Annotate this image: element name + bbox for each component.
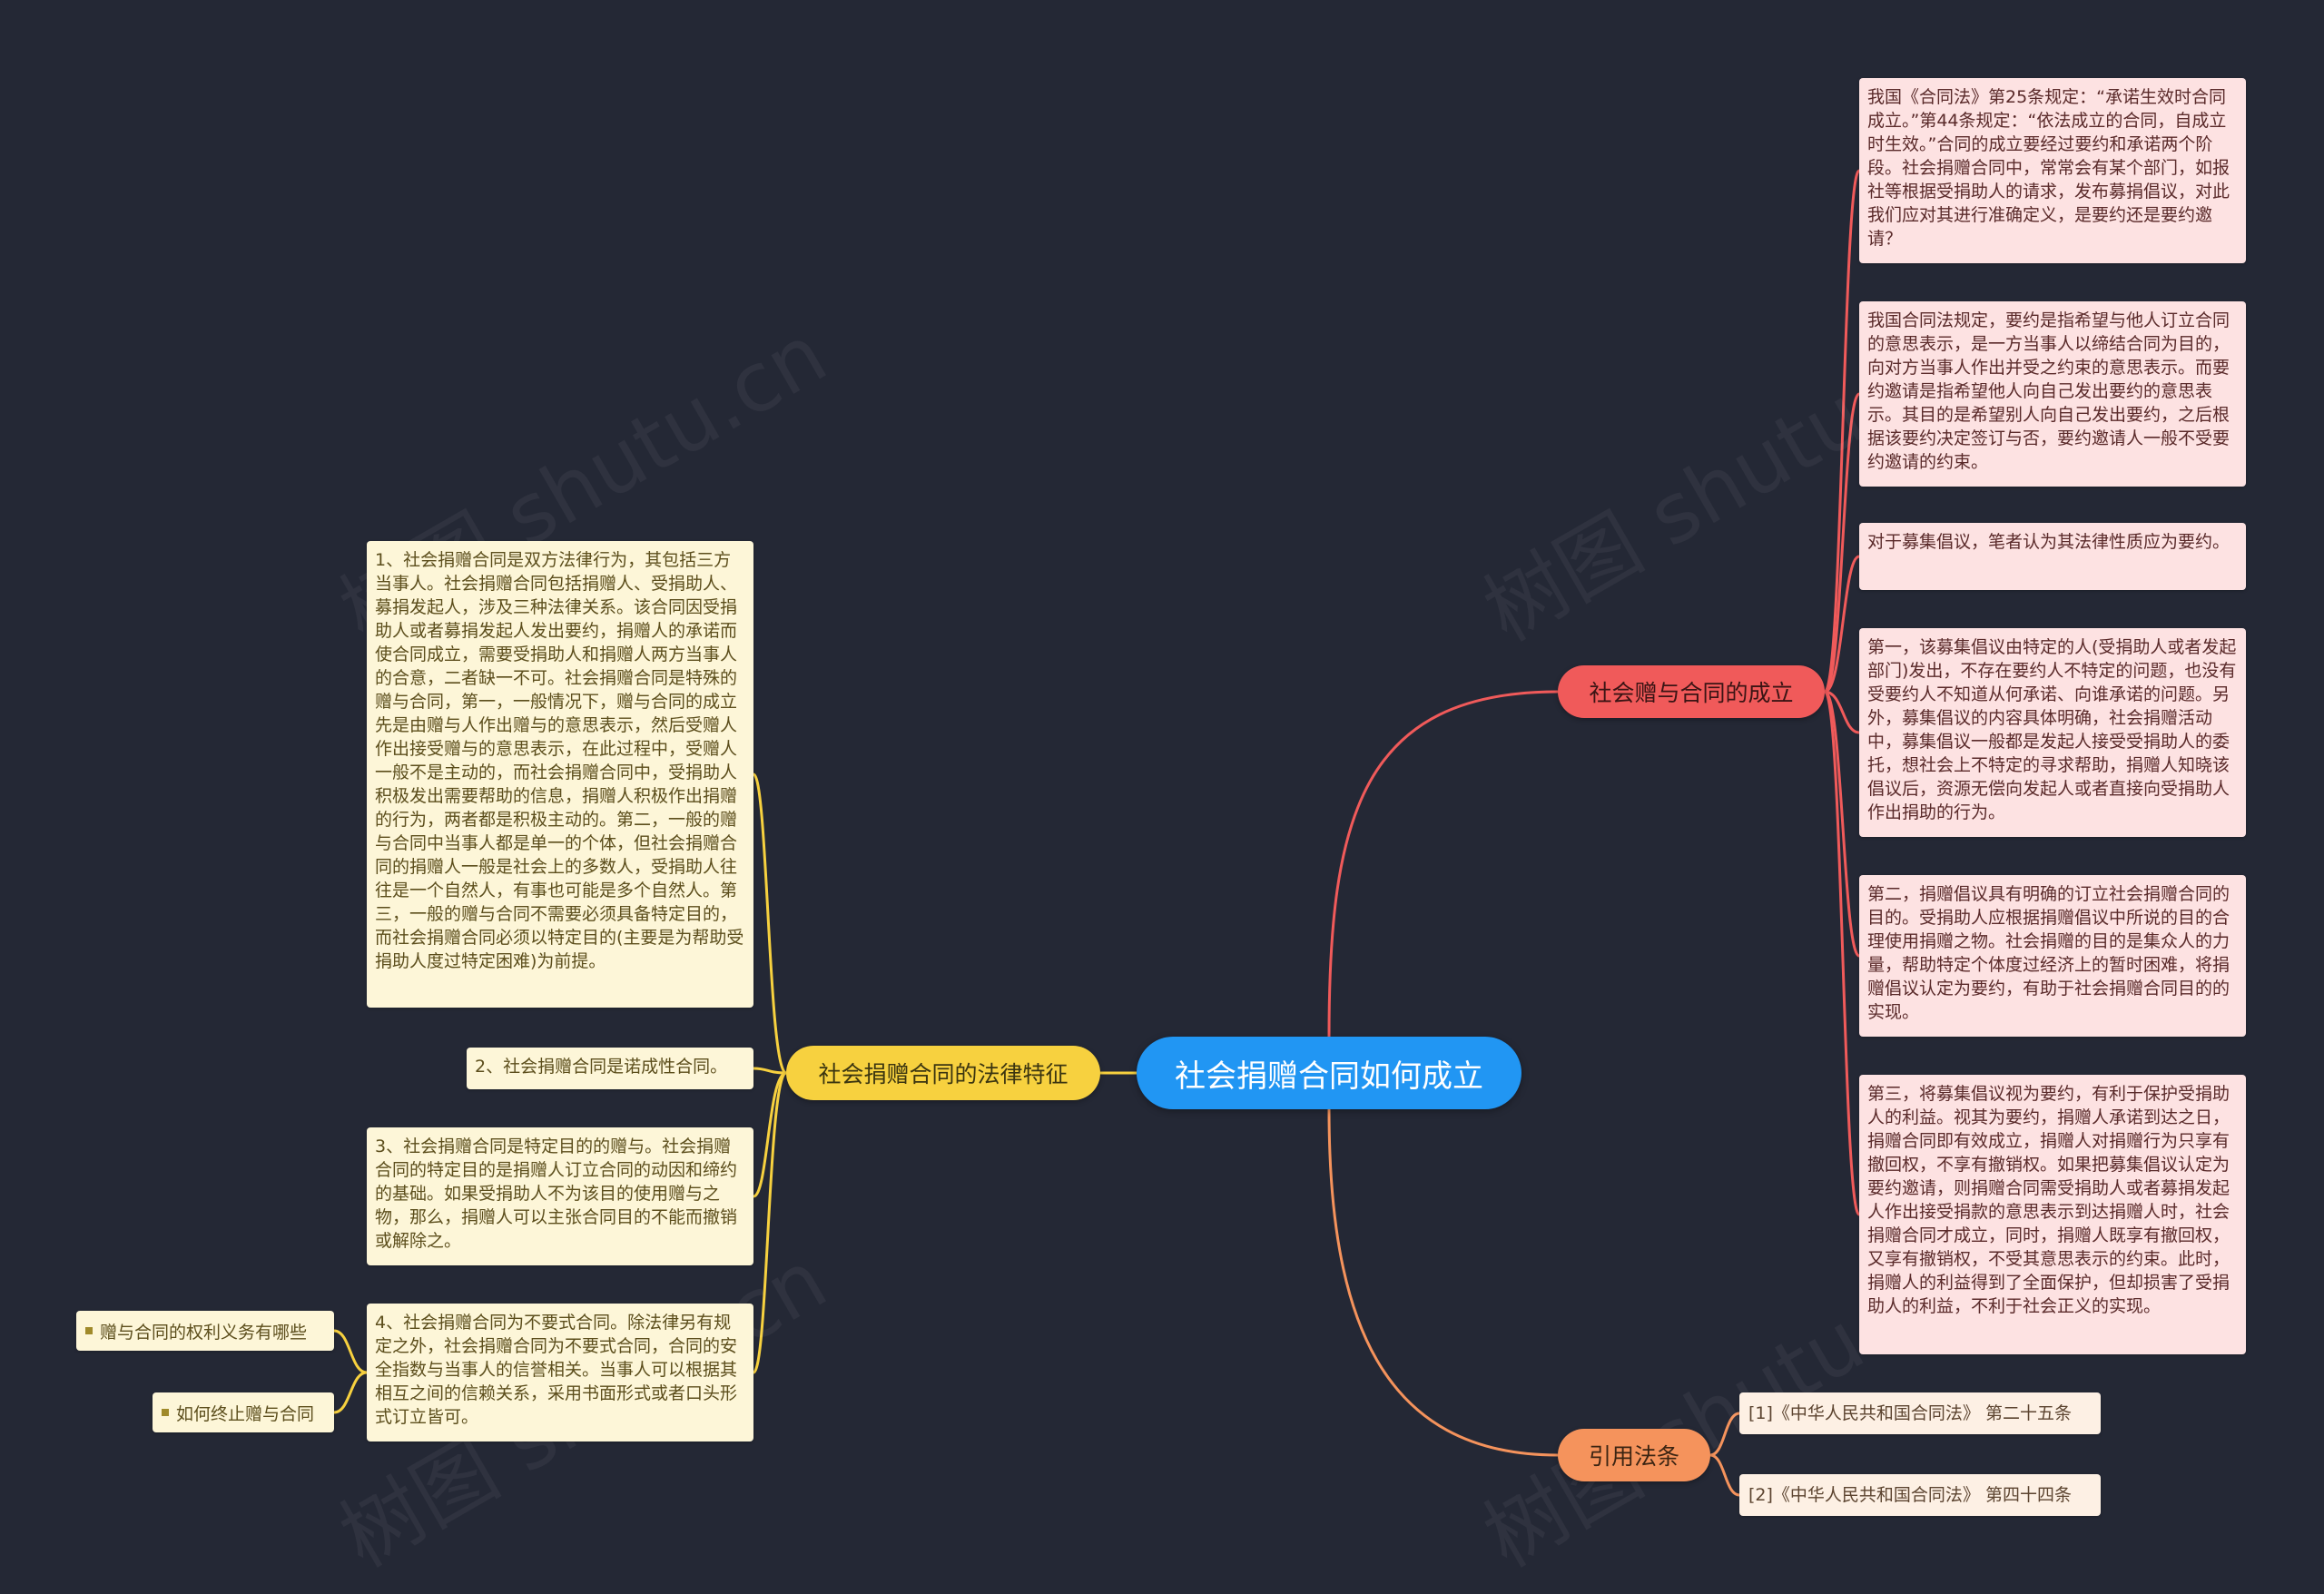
feature-leaf[interactable]: 2、社会捐赠合同是诺成性合同。 <box>467 1048 753 1089</box>
feature-leaf[interactable]: 3、社会捐赠合同是特定目的的赠与。社会捐赠合同的特定目的是捐赠人订立合同的动因和… <box>367 1127 753 1265</box>
related-topic-link[interactable]: 赠与合同的权利义务有哪些 <box>76 1311 334 1351</box>
branch-features-label: 社会捐赠合同的法律特征 <box>818 1061 1068 1087</box>
connector-establishment-leaf <box>1823 690 1861 958</box>
connector-related-topic <box>333 1371 368 1414</box>
establishment-leaf[interactable]: 第三，将募集倡议视为要约，有利于保护受捐助人的利益。视其为要约，捐赠人承诺到达之… <box>1859 1075 2246 1354</box>
citation-text: [2]《中华人民共和国合同法》 第四十四条 <box>1748 1485 2072 1505</box>
connector-feature-leaf <box>753 1067 787 1075</box>
connector-feature-leaf <box>753 1071 787 1198</box>
connector-feature-leaf <box>752 772 788 1075</box>
feature-leaf[interactable]: 1、社会捐赠合同是双方法律行为，其包括三方当事人。社会捐赠合同包括捐赠人、受捐助… <box>367 541 753 1008</box>
connector-establishment-leaf <box>1824 555 1860 694</box>
connector-establishment-leaf <box>1823 690 1861 1216</box>
citation-leaf[interactable]: [2]《中华人民共和国合同法》 第四十四条 <box>1739 1474 2101 1516</box>
connector-related-topic <box>333 1329 368 1374</box>
branch-establishment-label: 社会赠与合同的成立 <box>1589 680 1794 706</box>
citation-leaf[interactable]: [1]《中华人民共和国合同法》 第二十五条 <box>1739 1392 2101 1434</box>
connector-citation-leaf <box>1709 1412 1740 1457</box>
branch-features[interactable]: 社会捐赠合同的法律特征 <box>786 1046 1100 1100</box>
bullet-icon <box>85 1327 93 1334</box>
citation-text: [1]《中华人民共和国合同法》 第二十五条 <box>1748 1403 2072 1423</box>
branch-citations-label: 引用法条 <box>1588 1443 1679 1470</box>
branch-establishment[interactable]: 社会赠与合同的成立 <box>1558 665 1825 718</box>
connector-establishment-leaf <box>1823 169 1861 694</box>
establishment-leaf[interactable]: 我国《合同法》第25条规定：“承诺生效时合同成立。”第44条规定：“依法成立的合… <box>1859 78 2246 263</box>
connector-establishment-leaf <box>1823 392 1861 694</box>
feature-leaf[interactable]: 4、社会捐赠合同为不要式合同。除法律另有规定之外，社会捐赠合同为不要式合同，合同… <box>367 1304 753 1441</box>
establishment-leaf[interactable]: 我国合同法规定，要约是指希望与他人订立合同的意思表示，是一方当事人以缔结合同为目… <box>1859 301 2246 487</box>
establishment-leaf[interactable]: 对于募集倡议，笔者认为其法律性质应为要约。 <box>1859 523 2246 590</box>
root-topic-label: 社会捐赠合同如何成立 <box>1175 1058 1483 1095</box>
connector-root-citations <box>1327 1108 1559 1457</box>
root-topic[interactable]: 社会捐赠合同如何成立 <box>1137 1037 1521 1109</box>
connector-citation-leaf <box>1709 1453 1740 1497</box>
establishment-leaf[interactable]: 第一，该募集倡议由特定的人(受捐助人或者发起部门)发出，不存在要约人不特定的问题… <box>1859 628 2246 837</box>
connector-feature-leaf <box>752 1071 788 1374</box>
branch-citations[interactable]: 引用法条 <box>1558 1429 1710 1481</box>
related-topic-text: 赠与合同的权利义务有哪些 <box>100 1322 308 1343</box>
bullet-icon <box>162 1409 169 1416</box>
related-topic-link[interactable]: 如何终止赠与合同 <box>153 1392 334 1432</box>
establishment-leaf[interactable]: 第二，捐赠倡议具有明确的订立社会捐赠合同的目的。受捐助人应根据捐赠倡议中所说的目… <box>1859 875 2246 1037</box>
related-topic-text: 如何终止赠与合同 <box>176 1403 315 1424</box>
connector-root-establishment <box>1327 690 1559 1038</box>
connector-establishment-leaf <box>1824 690 1860 734</box>
